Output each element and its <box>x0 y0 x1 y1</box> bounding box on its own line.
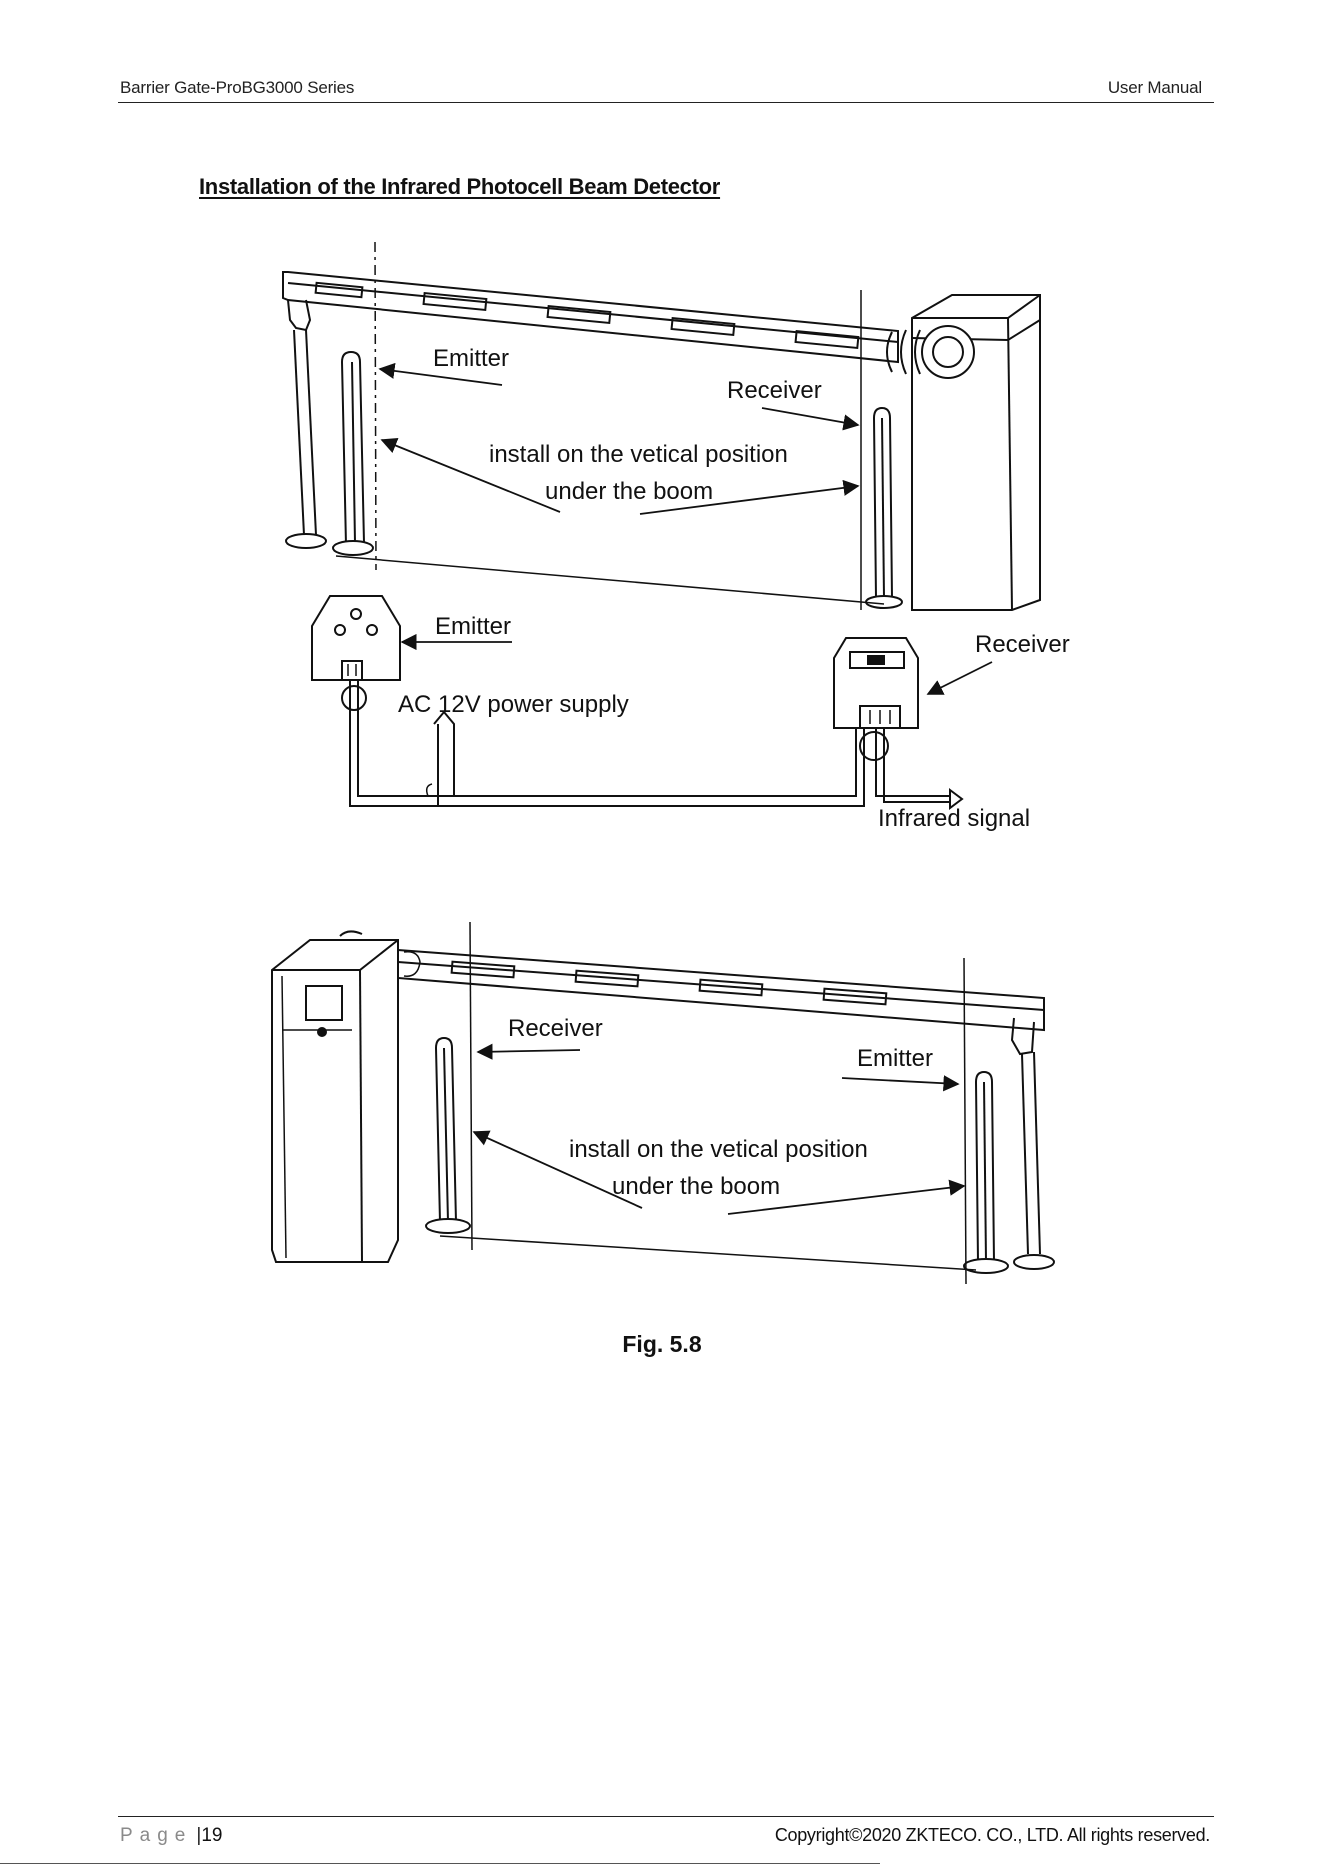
top-install-line1: install on the vetical position <box>489 441 788 468</box>
bottom-rule <box>0 1863 880 1864</box>
wiring-emitter-unit <box>311 595 401 711</box>
page-number: 19 <box>201 1825 223 1846</box>
bottom-receiver-label: Receiver <box>508 1015 603 1042</box>
wiring-receiver-unit <box>833 637 919 761</box>
bottom-receiver-post <box>425 1036 471 1234</box>
top-ground-line <box>335 555 885 605</box>
bottom-boom-support <box>1010 1017 1055 1270</box>
top-boom-support <box>285 299 327 549</box>
page-indicator: Page|19 <box>120 1825 222 1847</box>
page-footer: Page|19 Copyright©2020 ZKTECO. CO., LTD.… <box>118 1816 1214 1847</box>
bottom-emitter-post <box>963 1070 1009 1274</box>
top-diagram <box>282 241 1041 611</box>
bottom-emitter-label: Emitter <box>857 1045 933 1072</box>
wiring-diagram <box>311 595 993 810</box>
bottom-install-line1: install on the vetical position <box>569 1136 868 1163</box>
header-product-name: Barrier Gate-ProBG3000 Series <box>120 78 355 97</box>
figure-caption: Fig. 5.8 <box>622 1331 702 1357</box>
bottom-diagram <box>271 921 1055 1285</box>
top-emitter-label: Emitter <box>433 345 509 372</box>
header-doc-type: User Manual <box>1107 78 1202 97</box>
power-supply-label: AC 12V power supply <box>398 691 629 718</box>
page-header: Barrier Gate-ProBG3000 Series User Manua… <box>118 76 1214 103</box>
section-title: Installation of the Infrared Photocell B… <box>199 174 721 199</box>
wiring-receiver-label: Receiver <box>975 631 1070 658</box>
bottom-boom <box>397 948 1045 1032</box>
bottom-gate-cabinet <box>271 930 399 1263</box>
page-word: Page <box>120 1825 193 1846</box>
top-receiver-post <box>865 406 903 609</box>
top-emitter-post <box>332 350 374 556</box>
infrared-signal-label: Infrared signal <box>878 805 1030 832</box>
copyright-notice: Copyright©2020 ZKTECO. CO., LTD. All rig… <box>774 1825 1210 1845</box>
top-boom <box>282 271 899 364</box>
top-install-line2: under the boom <box>545 478 713 505</box>
top-receiver-label: Receiver <box>727 377 822 404</box>
page-separator: | <box>196 1825 202 1846</box>
top-gate-cabinet <box>886 294 1041 611</box>
bottom-install-line2: under the boom <box>612 1173 780 1200</box>
top-left-alignment-line <box>374 241 377 571</box>
wiring-emitter-label: Emitter <box>435 613 511 640</box>
